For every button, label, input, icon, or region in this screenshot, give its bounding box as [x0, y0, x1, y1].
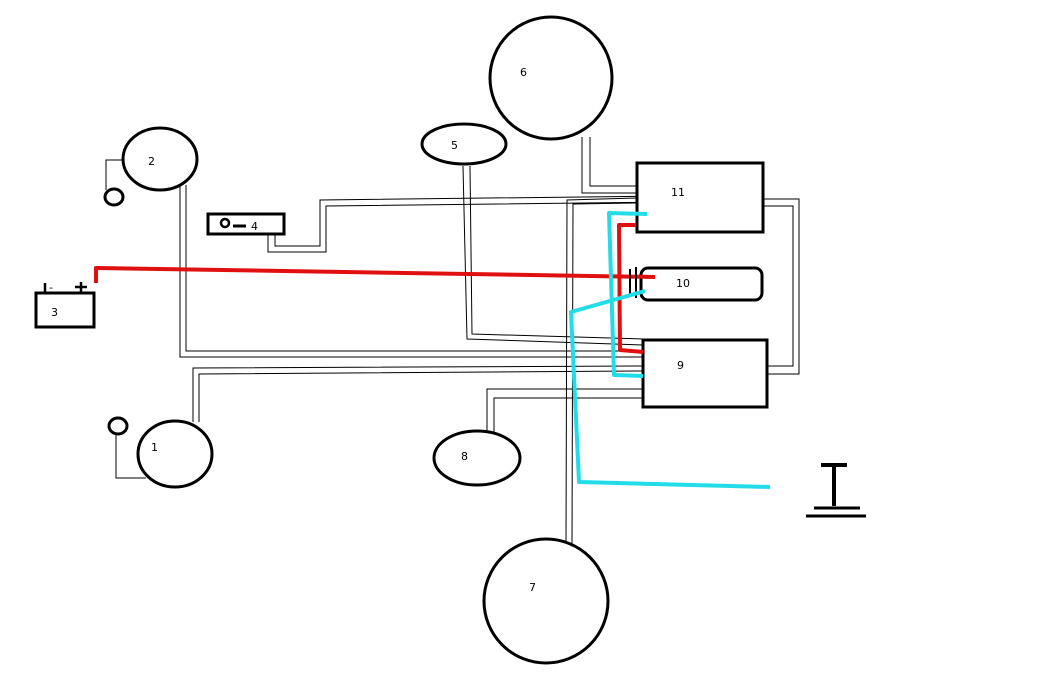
component-7[interactable]: [482, 537, 610, 665]
wire-7-to-11-b: [571, 202, 638, 545]
component-5[interactable]: [420, 122, 508, 166]
wire-6-to-11-a: [581, 137, 651, 194]
wire-8-to-9-a: [486, 388, 643, 432]
component-3-label: 3: [51, 306, 58, 319]
component-10[interactable]: [639, 266, 764, 302]
battery-negative-sign: -: [49, 281, 53, 294]
wire-2-to-9-b: [185, 185, 643, 352]
component-4-label: 4: [251, 220, 258, 233]
component-1-connector: [107, 416, 129, 436]
component-4[interactable]: [206, 212, 286, 236]
component-9-label: 9: [677, 359, 684, 372]
wire-11-to-9-a: [763, 198, 800, 375]
component-7-label: 7: [529, 581, 536, 594]
wire-5-to-9-b: [469, 165, 644, 340]
wire-4-to-11-b: [274, 195, 666, 247]
ground-wire-11-to-9: [607, 211, 648, 378]
wire-8-to-9-b: [493, 397, 643, 432]
component-11-label: 11: [671, 186, 685, 199]
component-10-label: 10: [676, 277, 690, 290]
wire-2-to-9-a: [179, 185, 643, 358]
wire-2-pigtail: [105, 159, 125, 190]
switch-4-knob-icon: [219, 217, 231, 229]
ground-icon: [806, 463, 866, 518]
wire-11-to-9-b: [763, 205, 794, 367]
component-1[interactable]: [136, 419, 214, 489]
component-2[interactable]: [121, 126, 199, 192]
wire-5-to-9-a: [462, 165, 644, 346]
power-wire-battery-to-10: [94, 266, 656, 283]
wire-4-to-11-a: [267, 201, 666, 253]
component-6-label: 6: [520, 66, 527, 79]
wire-6-to-11-b: [589, 137, 651, 187]
power-wire-11-to-9: [617, 223, 644, 354]
wire-1-pigtail: [115, 435, 146, 479]
component-3[interactable]: [34, 291, 96, 329]
signal-wires: [105, 137, 800, 545]
component-8-label: 8: [461, 450, 468, 463]
component-9[interactable]: [641, 338, 769, 409]
wire-1-to-9-a: [192, 365, 644, 422]
component-1-label: 1: [151, 441, 158, 454]
components: 6 2 5 4 - 3 11 10 9 1 8: [34, 15, 769, 665]
ground-wires: [569, 211, 771, 489]
component-2-connector: [103, 187, 125, 207]
component-2-label: 2: [148, 155, 155, 168]
wire-7-to-11-a: [565, 197, 638, 545]
wire-1-to-9-b: [198, 370, 644, 422]
component-6[interactable]: [488, 15, 614, 141]
component-8[interactable]: [432, 429, 522, 487]
component-11[interactable]: [635, 161, 765, 234]
ground-wire-10-to-ground: [569, 289, 771, 489]
component-5-label: 5: [451, 139, 458, 152]
